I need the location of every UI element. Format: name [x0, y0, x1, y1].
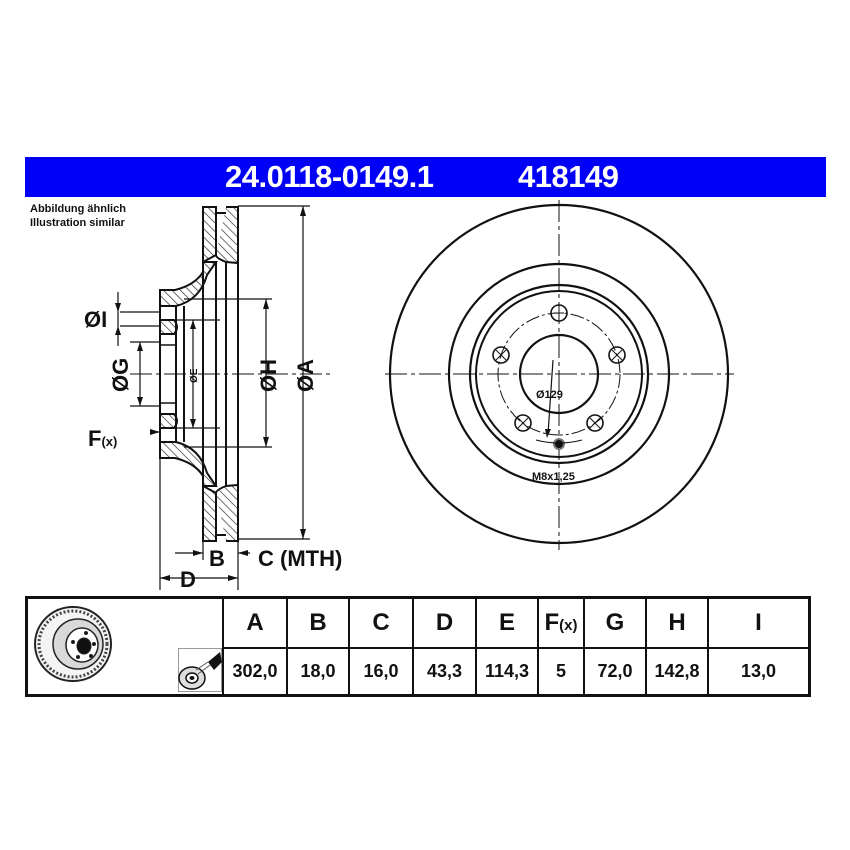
header-f-letter: F: [544, 608, 560, 636]
illustration-caption: Abbildung ähnlich Illustration similar: [30, 202, 126, 230]
header-a: A: [222, 596, 288, 649]
label-b: B: [209, 546, 225, 571]
value-c: 16,0: [348, 646, 414, 697]
header-h: H: [645, 596, 709, 649]
caption-english: Illustration similar: [30, 217, 125, 229]
value-e: 114,3: [475, 646, 539, 697]
front-view: [385, 200, 734, 550]
thread-label: M8x1,25: [532, 471, 575, 483]
header-e: E: [475, 596, 539, 649]
label-dia-g: ØG: [108, 358, 133, 392]
caption-german: Abbildung ähnlich: [30, 203, 126, 215]
title-banner: 24.0118-0149.1 418149: [25, 157, 826, 197]
label-d: D: [180, 567, 196, 592]
label-dia-h: ØH: [256, 359, 281, 392]
header-f: F(x): [537, 596, 585, 649]
header-d: D: [412, 596, 477, 649]
value-a: 302,0: [222, 646, 288, 697]
header-c: C: [348, 596, 414, 649]
value-h: 142,8: [645, 646, 709, 697]
short-number: 418149: [518, 159, 619, 194]
technical-drawing: ØI ØG ØE ØH ØA F(x) B C (MTH) D: [84, 200, 734, 592]
value-i: 13,0: [707, 646, 811, 697]
value-b: 18,0: [286, 646, 350, 697]
cross-section-view: [115, 205, 330, 590]
value-g: 72,0: [583, 646, 647, 697]
header-i: I: [707, 596, 811, 649]
label-f: F(x): [88, 426, 117, 451]
brake-disc-illustration-icon: [34, 606, 112, 682]
label-dia-a: ØA: [293, 359, 318, 392]
label-c-mth: C (MTH): [258, 546, 342, 571]
image-cell: [25, 596, 224, 697]
bore-diameter-label: Ø129: [536, 389, 563, 401]
header-b: B: [286, 596, 350, 649]
part-number: 24.0118-0149.1: [225, 159, 434, 194]
label-dia-i: ØI: [84, 307, 107, 332]
specification-table: A B C D E F(x) G H I 302,0 18,0 16,0 43,…: [25, 596, 811, 697]
header-g: G: [583, 596, 647, 649]
spray-coating-icon: [178, 648, 222, 692]
label-dia-e: ØE: [189, 368, 200, 383]
header-f-suffix: (x): [559, 616, 578, 634]
value-d: 43,3: [412, 646, 477, 697]
value-f: 5: [537, 646, 585, 697]
